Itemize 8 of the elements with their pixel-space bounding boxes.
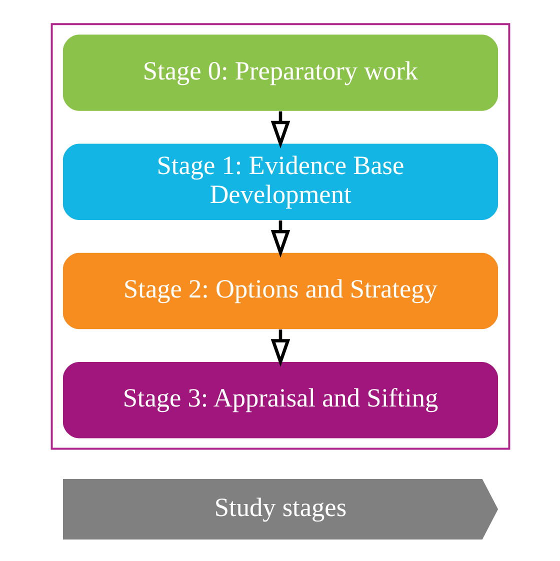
node-box: Stage 0: Preparatory work	[62, 34, 498, 111]
arrow	[270, 220, 290, 258]
node-box: Stage 2: Options and Strategy	[62, 252, 498, 330]
node-box: Stage 1: Evidence Base Development	[62, 144, 498, 220]
node-box: Stage 3: Appraisal and Sifting	[62, 362, 498, 438]
arrow	[270, 330, 290, 367]
arrow	[270, 111, 290, 149]
cluster	[50, 23, 510, 450]
